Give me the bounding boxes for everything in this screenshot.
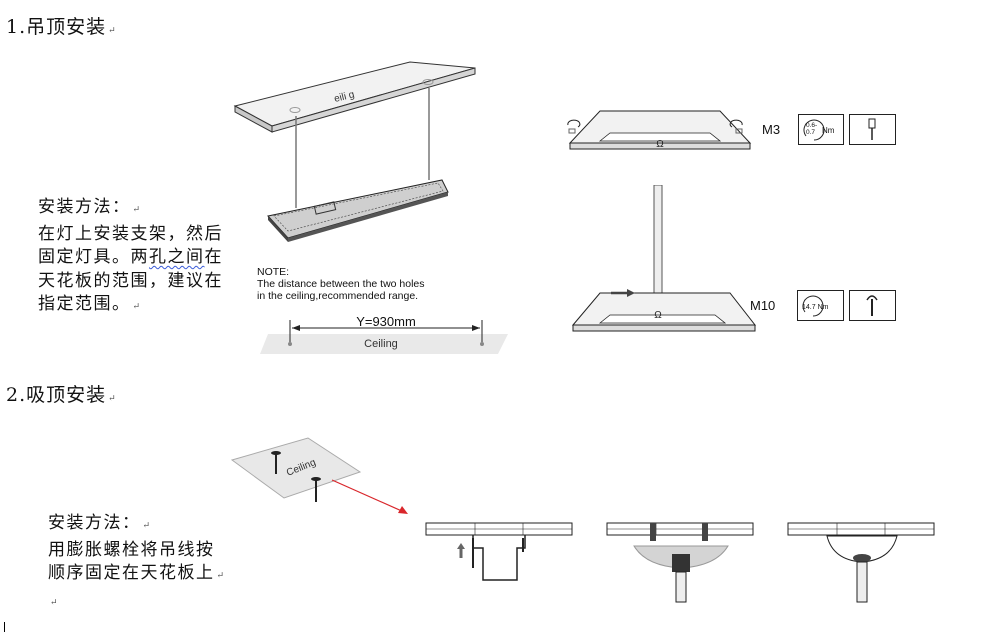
method-line: 天花板的范围，建议在 <box>38 270 223 291</box>
method-line: 顺序固定在天花板上 <box>48 563 215 583</box>
dimension-arrow-left <box>292 325 300 331</box>
torque-value: 14.7 Nm <box>802 304 829 311</box>
return-mark: ↵ <box>108 394 116 404</box>
up-arrow-head <box>457 543 465 549</box>
luminaire-driver <box>313 201 337 215</box>
m3-torque-spec: 0.6- 0.7 Nm <box>798 114 896 145</box>
torque-unit: Nm <box>822 126 835 135</box>
canopy-nut <box>853 554 871 562</box>
screw-right-icon <box>735 128 743 134</box>
method-title: 安装方法： <box>48 513 141 533</box>
anchor <box>650 523 656 541</box>
rotate-right-icon <box>729 119 743 128</box>
section2-heading: 2.吸顶安装↵ <box>6 380 116 407</box>
torque-box <box>797 290 844 321</box>
m10-fixture-detail: Ω <box>571 185 757 332</box>
push-arrow-head <box>627 289 635 297</box>
hole-mark <box>480 342 484 346</box>
ceiling-plate-side <box>234 105 273 133</box>
return-mark: ↵ <box>50 597 58 608</box>
fixture-frame <box>569 142 751 150</box>
luminaire-grille <box>273 182 444 232</box>
text-cursor <box>4 622 5 632</box>
pendant-fixture-illustration: eili g <box>233 61 476 242</box>
m3-fixture-detail: Ω <box>567 110 752 150</box>
m3-label: M3 <box>762 122 781 137</box>
method-title: 安装方法： <box>38 197 131 217</box>
mount-step1-bracket <box>425 522 573 581</box>
screwdriver-handle <box>868 118 876 129</box>
bolt-head <box>271 451 281 455</box>
section2-heading-text: 2.吸顶安装 <box>6 384 107 406</box>
torque-box <box>798 114 844 145</box>
section1-heading: 1.吊顶安装↵ <box>6 12 116 39</box>
fixture-diffuser <box>598 314 727 324</box>
section2-method-text: 安装方法：↵ 用膨胀螺栓将吊线按 顺序固定在天花板上↵ ↵ <box>48 512 258 615</box>
suspension-rod <box>653 185 663 296</box>
ceiling-plate-top <box>233 61 476 127</box>
bolt-head <box>311 477 321 481</box>
ceiling-distance-diagram: Y=930mm Ceiling <box>260 314 508 354</box>
torque-value: 0.6- <box>806 122 817 129</box>
torque-value: 0.7 <box>806 129 815 136</box>
torque-arrow-icon <box>802 295 824 317</box>
red-arrow-line <box>331 479 405 513</box>
ceiling-label: eili g <box>333 89 356 105</box>
method-line: 指定范围。 <box>38 294 131 314</box>
ceiling-hole <box>289 107 301 113</box>
anchor <box>702 523 708 541</box>
m10-torque-spec: 14.7 Nm <box>797 290 896 321</box>
wrench-head <box>866 295 878 301</box>
torque-arrow-icon <box>803 119 825 141</box>
suspension-rod <box>675 571 687 603</box>
dimension-value: Y=930mm <box>356 314 416 329</box>
return-mark: ↵ <box>142 521 151 531</box>
note-line: The distance between the two holes <box>257 278 425 290</box>
method-line: 用膨胀螺栓将吊线按 <box>48 539 215 560</box>
m10-label: M10 <box>750 298 776 313</box>
suspension-rod <box>856 561 868 603</box>
screw-left-icon <box>568 128 576 134</box>
return-mark: ↵ <box>132 205 141 215</box>
omega-glyph: Ω <box>654 310 662 321</box>
note-title: NOTE: <box>257 266 290 278</box>
method-line: 在 <box>204 247 223 267</box>
method-line: 固定灯具。两 <box>38 247 149 267</box>
return-mark: ↵ <box>108 26 116 36</box>
omega-glyph: Ω <box>656 139 664 150</box>
mounting-bracket <box>472 535 526 581</box>
return-mark: ↵ <box>132 302 141 312</box>
method-line-spellcheck: 孔之间 <box>149 247 205 267</box>
method-line: 在灯上安装支架，然后 <box>38 223 223 244</box>
hole-mark <box>288 342 292 346</box>
ceiling-tile <box>230 437 362 499</box>
note-line: in the ceiling,recommended range. <box>257 290 419 302</box>
fixture-diffuser <box>598 132 722 142</box>
luminaire-end <box>268 216 288 242</box>
canopy-connector <box>672 554 690 572</box>
return-mark: ↵ <box>216 571 225 581</box>
dimension-arrow-right <box>472 325 480 331</box>
rotate-left-icon <box>567 119 581 128</box>
ceiling-tile-illustration: Ceiling <box>230 437 408 514</box>
luminaire-edge <box>288 192 448 242</box>
ceiling-hole <box>422 79 434 85</box>
red-arrow-head <box>398 506 408 514</box>
fixture-frame <box>572 324 756 332</box>
ceiling-strip <box>260 334 508 354</box>
section1-method-text: 安装方法：↵ 在灯上安装支架，然后 固定灯具。两孔之间在 天花板的范围，建议在 … <box>38 196 248 320</box>
section1-heading-text: 1.吊顶安装 <box>6 16 107 38</box>
ceiling-strip-label: Ceiling <box>364 338 398 350</box>
note-block: NOTE: The distance between the two holes… <box>257 266 425 302</box>
mount-step2-canopy <box>606 522 754 603</box>
mount-step3-finished <box>787 522 935 603</box>
